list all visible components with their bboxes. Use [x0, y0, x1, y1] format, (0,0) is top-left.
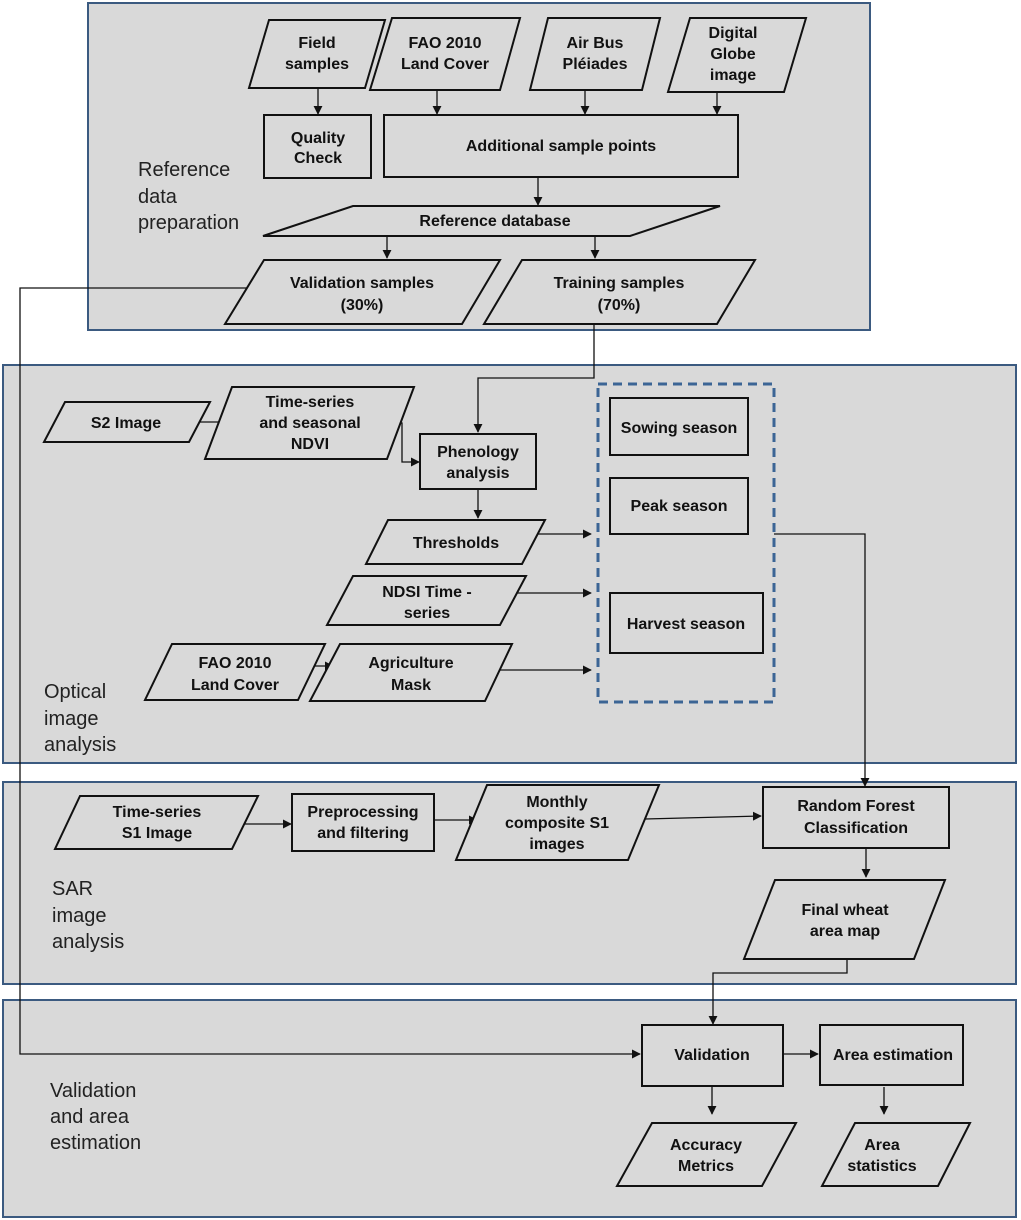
season-group-box	[596, 382, 776, 704]
node-sowing-season: Sowing season	[609, 397, 749, 456]
svg-text:Sowing season: Sowing season	[621, 420, 737, 437]
node-additional-sample-points: Additional sample points	[383, 114, 739, 178]
connectors	[19, 88, 889, 1115]
section-label-validation: Validation and area estimation	[50, 1080, 142, 1154]
svg-text:NDSI Time -series: NDSI Time -series	[382, 584, 472, 622]
svg-text:Validation samples(30%): Validation samples(30%)	[290, 275, 434, 314]
node-peak-season: Peak season	[609, 477, 749, 535]
svg-text:S2 Image: S2 Image	[91, 415, 161, 432]
svg-text:Validation: Validation	[674, 1047, 750, 1064]
node-reference-database: Reference database	[262, 205, 721, 237]
node-training-samples: Training samples(70%)	[482, 259, 757, 325]
svg-text:Training samples(70%): Training samples(70%)	[554, 275, 685, 314]
section-label-optical: Optical image analysis	[44, 681, 116, 756]
svg-text:Thresholds: Thresholds	[413, 535, 499, 552]
node-validation: Validation	[641, 1024, 784, 1087]
node-s2-image: S2 Image	[42, 401, 212, 443]
node-thresholds: Thresholds	[364, 519, 547, 565]
section-label-sar: SAR image analysis	[52, 878, 124, 953]
svg-text:Harvest season: Harvest season	[627, 616, 745, 633]
node-area-estimation: Area estimation	[819, 1024, 964, 1086]
svg-text:Area estimation: Area estimation	[833, 1047, 953, 1064]
svg-text:Peak season: Peak season	[631, 498, 728, 515]
svg-text:Additional sample points: Additional sample points	[466, 138, 656, 155]
node-validation-samples: Validation samples(30%)	[223, 259, 502, 325]
section-label-reference: Reference data preparation	[138, 159, 239, 234]
node-ndsi-timeseries: NDSI Time -series	[325, 575, 528, 626]
svg-text:Reference database: Reference database	[419, 213, 570, 230]
node-harvest-season: Harvest season	[609, 592, 764, 654]
